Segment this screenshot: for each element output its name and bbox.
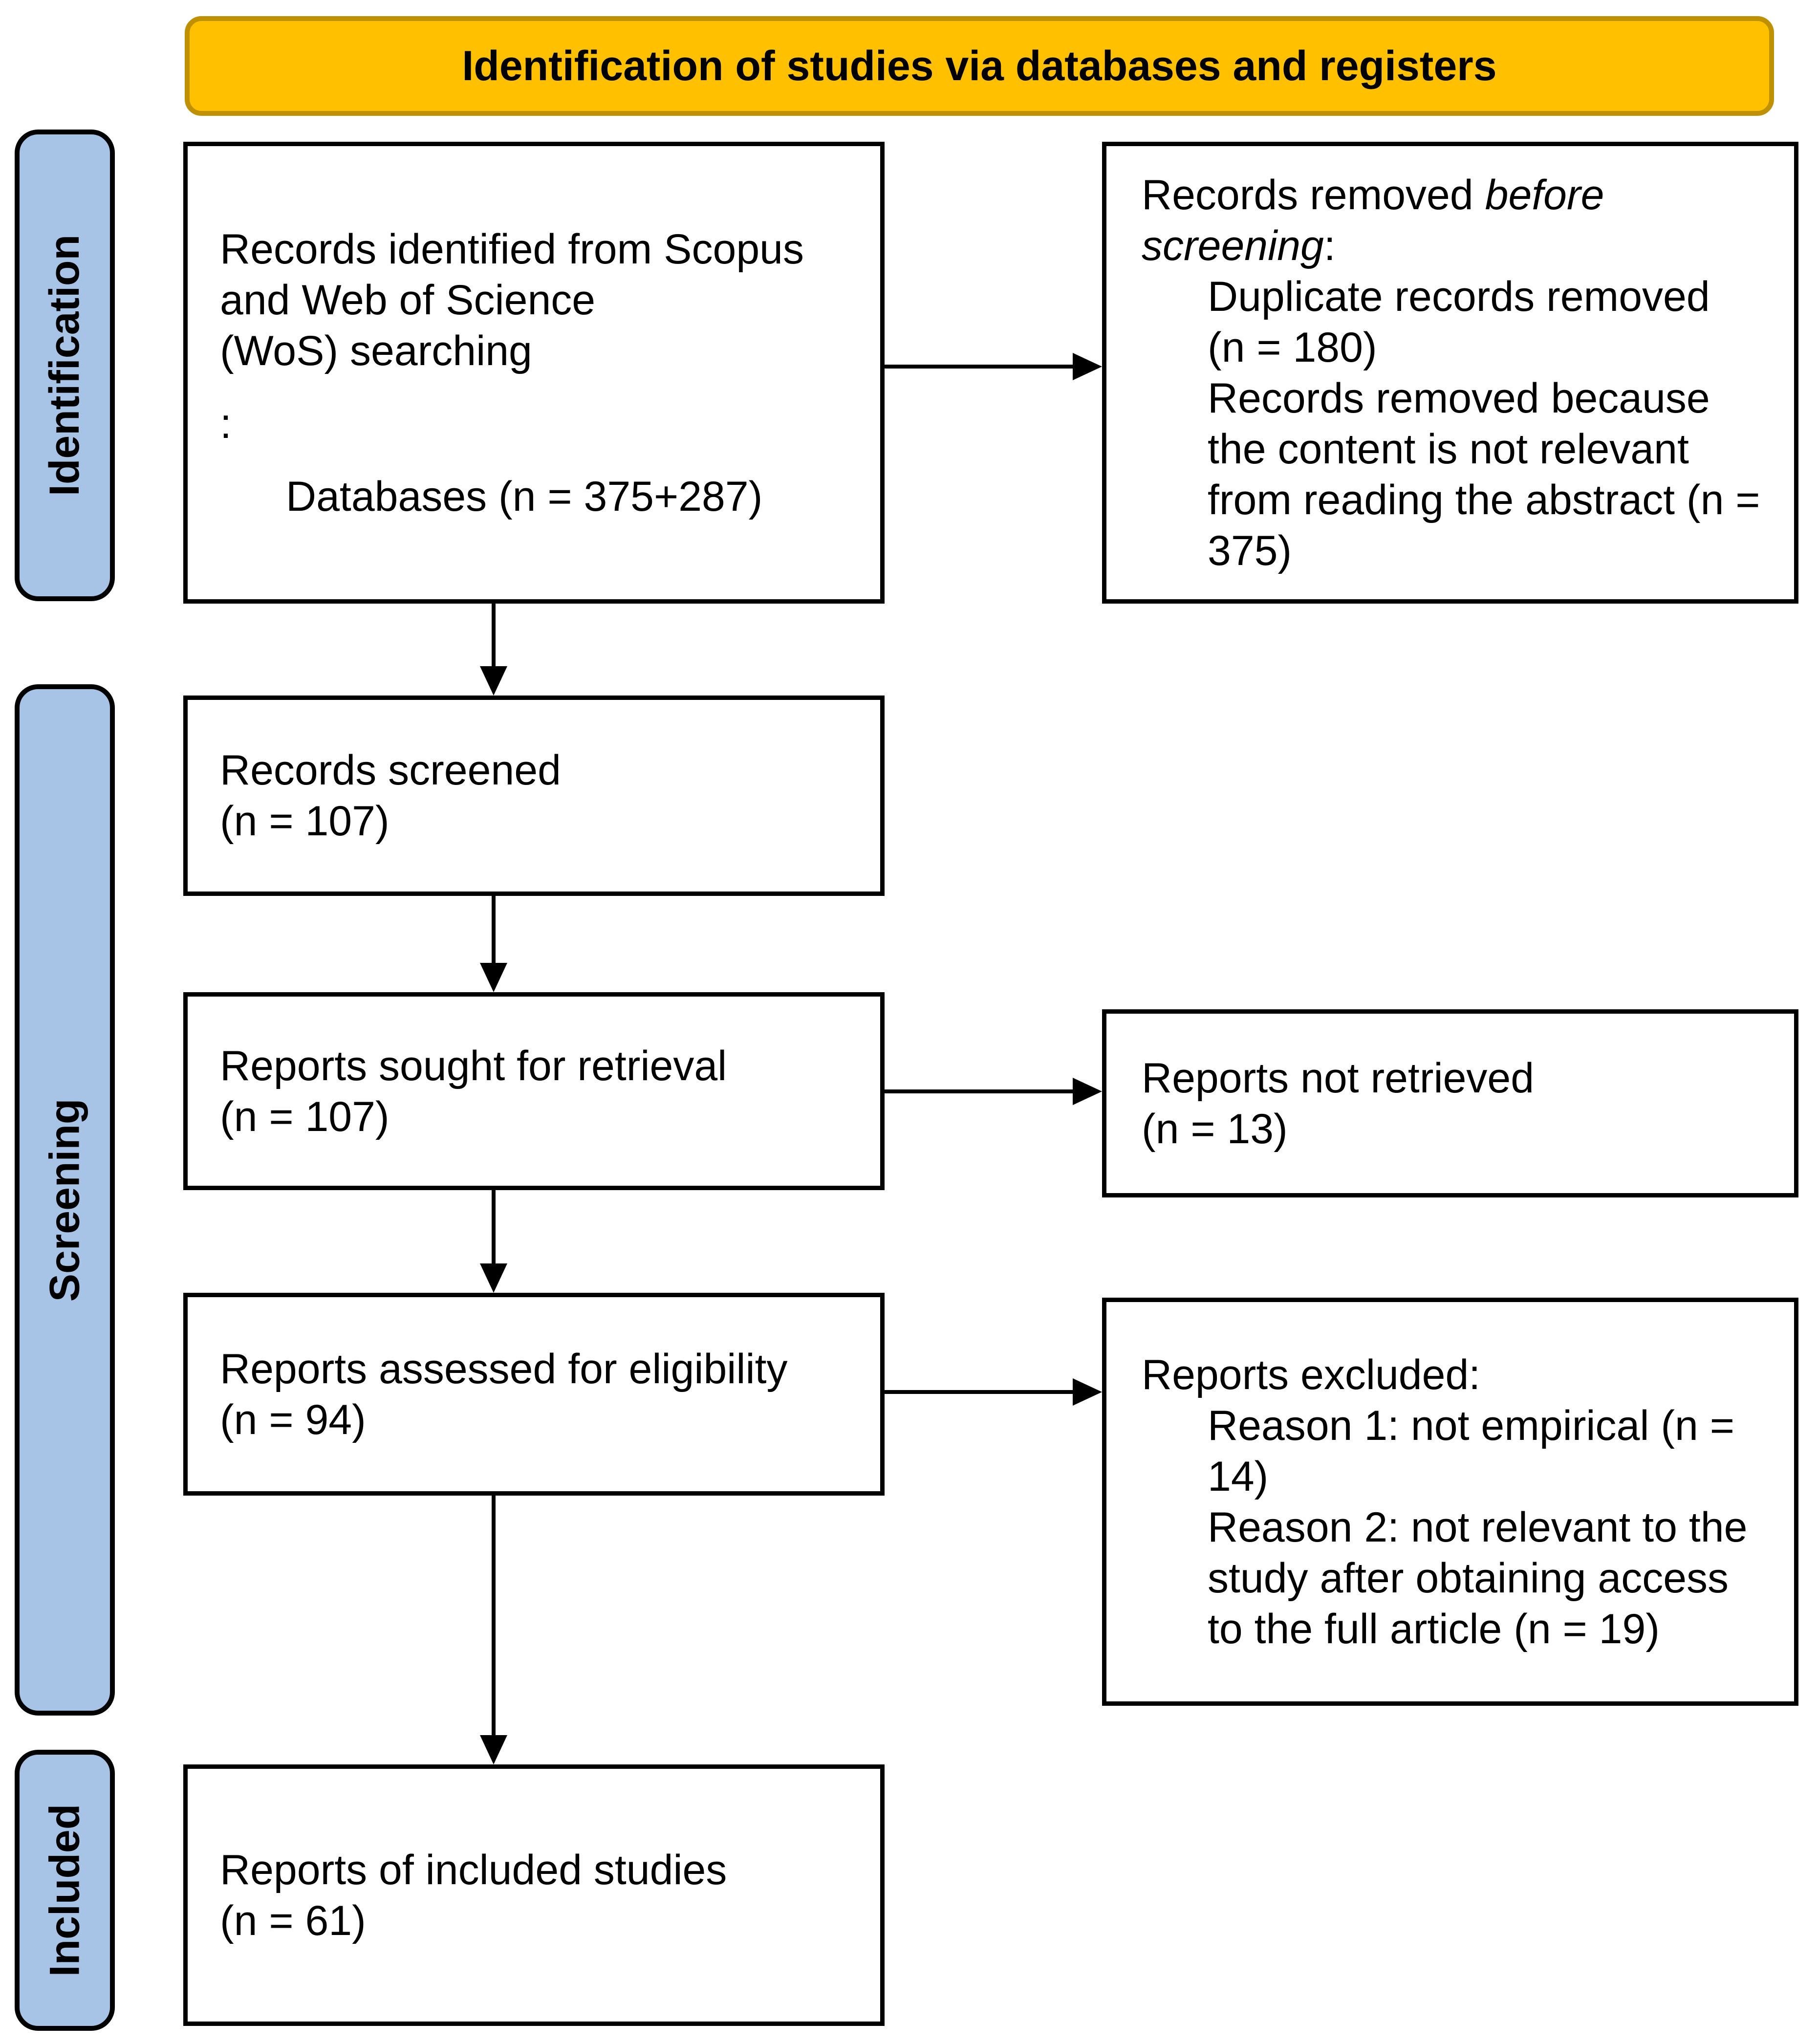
box-reports-excluded: Reports excluded: Reason 1: not empirica…: [1102, 1298, 1798, 1706]
arrow-line: [492, 1496, 496, 1739]
arrow-line: [492, 604, 496, 672]
reports-excluded-details: Reason 1: not empirical (n = 14) Reason …: [1208, 1402, 1748, 1653]
arrow-head-icon: [480, 1735, 507, 1764]
arrow-head-icon: [1073, 353, 1102, 380]
arrow-head-icon: [480, 666, 507, 696]
stage-identification-label: Identification: [41, 234, 88, 497]
box-reports-sought: Reports sought for retrieval (n = 107): [183, 992, 885, 1190]
records-removed-details: Duplicate records removed (n = 180) Reco…: [1208, 273, 1760, 574]
arrow-head-icon: [480, 963, 507, 992]
stage-screening: Screening: [15, 684, 115, 1716]
box-reports-assessed: Reports assessed for eligibility (n = 94…: [183, 1293, 885, 1496]
arrow-line: [492, 1190, 496, 1267]
arrow-head-icon: [1073, 1078, 1102, 1105]
box-reports-not-retrieved: Reports not retrieved (n = 13): [1102, 1009, 1798, 1197]
arrow-line: [885, 365, 1076, 369]
records-removed-prefix: Records removed: [1142, 171, 1485, 218]
arrow-line: [885, 1390, 1076, 1394]
arrow-line: [885, 1089, 1076, 1093]
header-banner: Identification of studies via databases …: [185, 16, 1774, 116]
reports-excluded-heading: Reports excluded:: [1142, 1351, 1481, 1398]
box-records-screened: Records screened (n = 107): [183, 696, 885, 896]
reports-sought-text: Reports sought for retrieval (n = 107): [220, 1042, 727, 1140]
header-title: Identification of studies via databases …: [462, 42, 1497, 89]
records-removed-heading: Records removed before screening:: [1142, 170, 1779, 271]
stage-screening-label: Screening: [41, 1098, 88, 1302]
records-removed-suffix: :: [1323, 222, 1336, 269]
box-records-identified: Records identified from Scopus and Web o…: [183, 142, 885, 604]
reports-included-text: Reports of included studies (n = 61): [220, 1846, 727, 1944]
box-records-removed: Records removed before screening: Duplic…: [1102, 142, 1798, 604]
records-removed-italic: before screening: [1142, 171, 1604, 269]
records-identified-text: Records identified from Scopus and Web o…: [220, 225, 804, 374]
arrow-head-icon: [480, 1263, 507, 1293]
arrow-line: [492, 896, 496, 967]
stage-included-label: Included: [41, 1804, 88, 1977]
reports-assessed-text: Reports assessed for eligibility (n = 94…: [220, 1345, 788, 1443]
records-screened-text: Records screened (n = 107): [220, 747, 561, 845]
box-reports-included: Reports of included studies (n = 61): [183, 1764, 885, 2026]
reports-not-retrieved-text: Reports not retrieved (n = 13): [1142, 1054, 1535, 1152]
records-identified-databases: Databases (n = 375+287): [286, 473, 763, 520]
arrow-head-icon: [1073, 1378, 1102, 1406]
records-identified-colon: :: [220, 400, 232, 447]
stage-identification: Identification: [15, 130, 115, 601]
stage-included: Included: [15, 1750, 115, 2031]
